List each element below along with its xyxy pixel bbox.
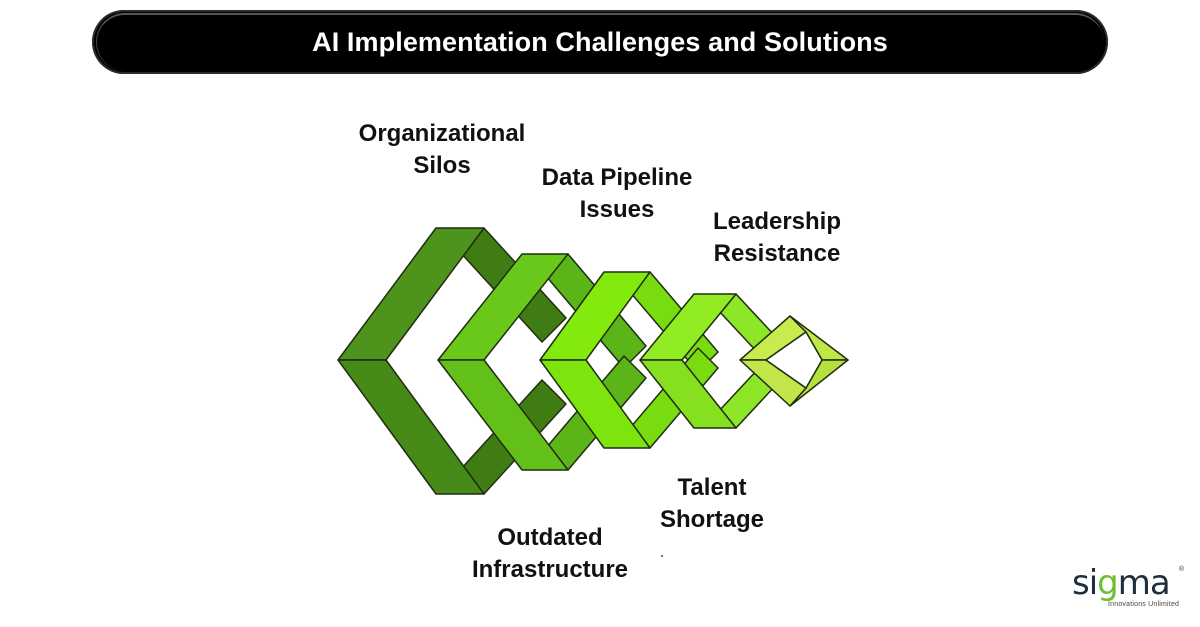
title-banner: AI Implementation Challenges and Solutio… <box>92 10 1108 74</box>
label-organizational-silos-line1: Organizational <box>358 120 526 147</box>
label-infrastructure-line2: Infrastructure <box>471 556 629 583</box>
stage-4-bottom-arm <box>639 359 737 429</box>
label-talent-shortage: Talent Shortage <box>656 472 768 536</box>
label-leadership-resistance: Leadership Resistance <box>708 206 846 270</box>
stage-1-bottom-arm <box>337 359 485 495</box>
stage-2-bottom-arm <box>437 359 569 471</box>
label-data-pipeline-line1: Data Pipeline <box>541 164 693 191</box>
stage-5-inner <box>765 331 823 389</box>
label-organizational-silos-line2: Silos <box>413 152 471 179</box>
page-title: AI Implementation Challenges and Solutio… <box>312 26 888 57</box>
label-talent-line2: Shortage <box>659 506 764 533</box>
label-leadership-line2: Resistance <box>713 240 841 267</box>
label-outdated-infrastructure: Outdated Infrastructure <box>464 522 636 586</box>
stage-3-bottom-arm <box>539 359 651 449</box>
label-talent-line1: Talent <box>677 474 747 501</box>
label-data-pipeline-issues: Data Pipeline Issues <box>536 162 698 226</box>
logo-wordmark: sigma <box>1072 563 1171 603</box>
sigma-logo: sigma ® Innovations Unlimited <box>1072 566 1184 616</box>
stage-5-cube <box>739 315 849 407</box>
label-infrastructure-line1: Outdated <box>497 524 603 551</box>
stray-dot <box>661 555 663 557</box>
label-organizational-silos: Organizational Silos <box>354 118 530 182</box>
label-leadership-line1: Leadership <box>712 208 842 235</box>
logo-registered-mark: ® <box>1178 566 1184 573</box>
label-data-pipeline-line2: Issues <box>579 196 655 223</box>
logo-tagline: Innovations Unlimited <box>1108 601 1180 608</box>
